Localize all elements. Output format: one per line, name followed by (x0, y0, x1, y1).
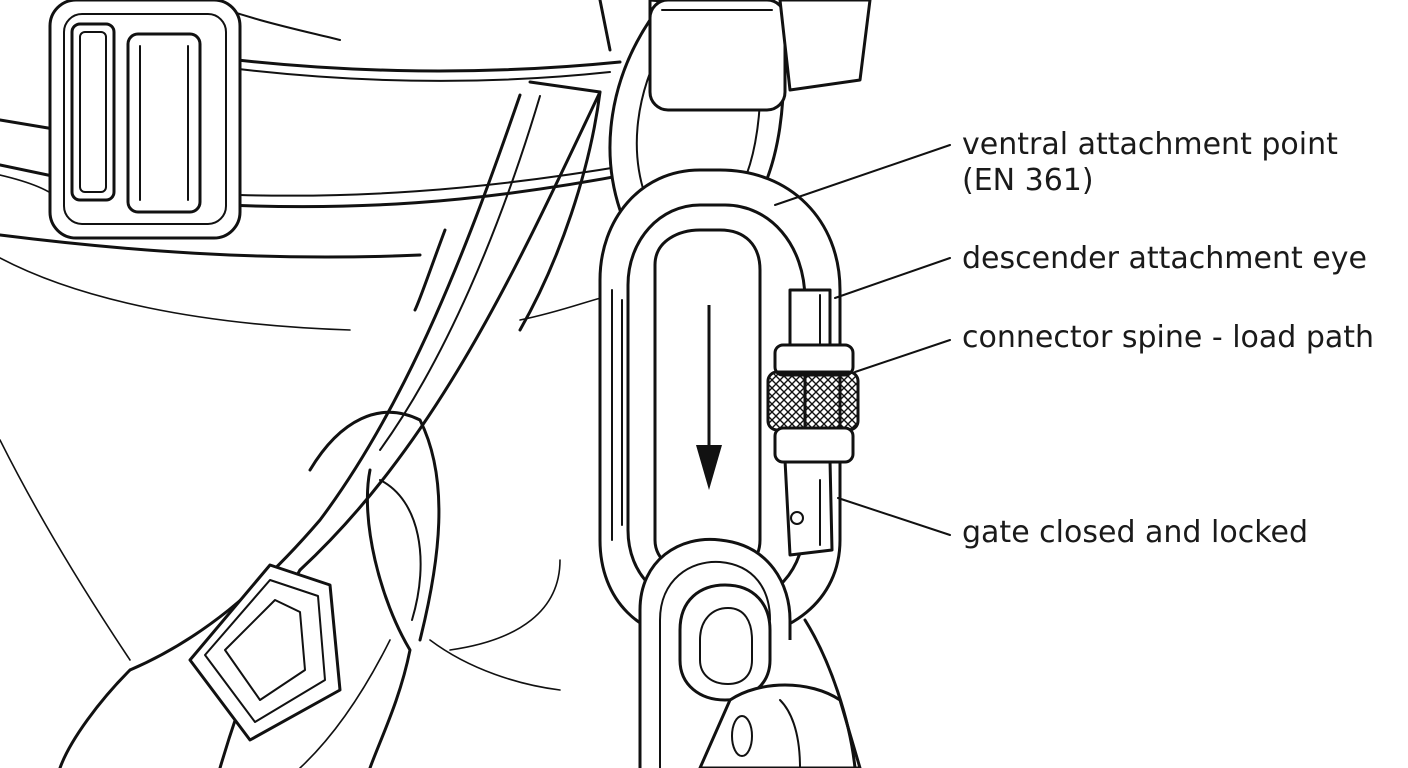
knurled-locking-sleeve-icon (766, 343, 860, 464)
label-gate-closed-locked: gate closed and locked (962, 515, 1308, 550)
label-ventral-standard: (EN 361) (962, 163, 1094, 198)
carabiner (598, 168, 860, 642)
leader-lines (774, 144, 951, 536)
leader-descender (834, 257, 951, 299)
load-direction-arrow-icon (696, 305, 722, 490)
leader-gate (837, 497, 951, 536)
label-ventral-attachment-point: ventral attachment point (962, 127, 1338, 162)
leader-ventral (774, 144, 951, 206)
leg-buckle (188, 563, 342, 742)
leg-outline (0, 174, 613, 768)
label-connector-spine: connector spine - load path (962, 320, 1374, 355)
descender-device (638, 537, 862, 768)
label-descender-attachment-eye: descender attachment eye (962, 241, 1367, 276)
leader-spine (854, 339, 951, 373)
callout-labels: ventral attachment point (EN 361) descen… (962, 127, 1374, 550)
belt-buckle (48, 0, 242, 240)
carabiner-gate (783, 288, 834, 557)
leg-loop-strap (58, 80, 602, 768)
